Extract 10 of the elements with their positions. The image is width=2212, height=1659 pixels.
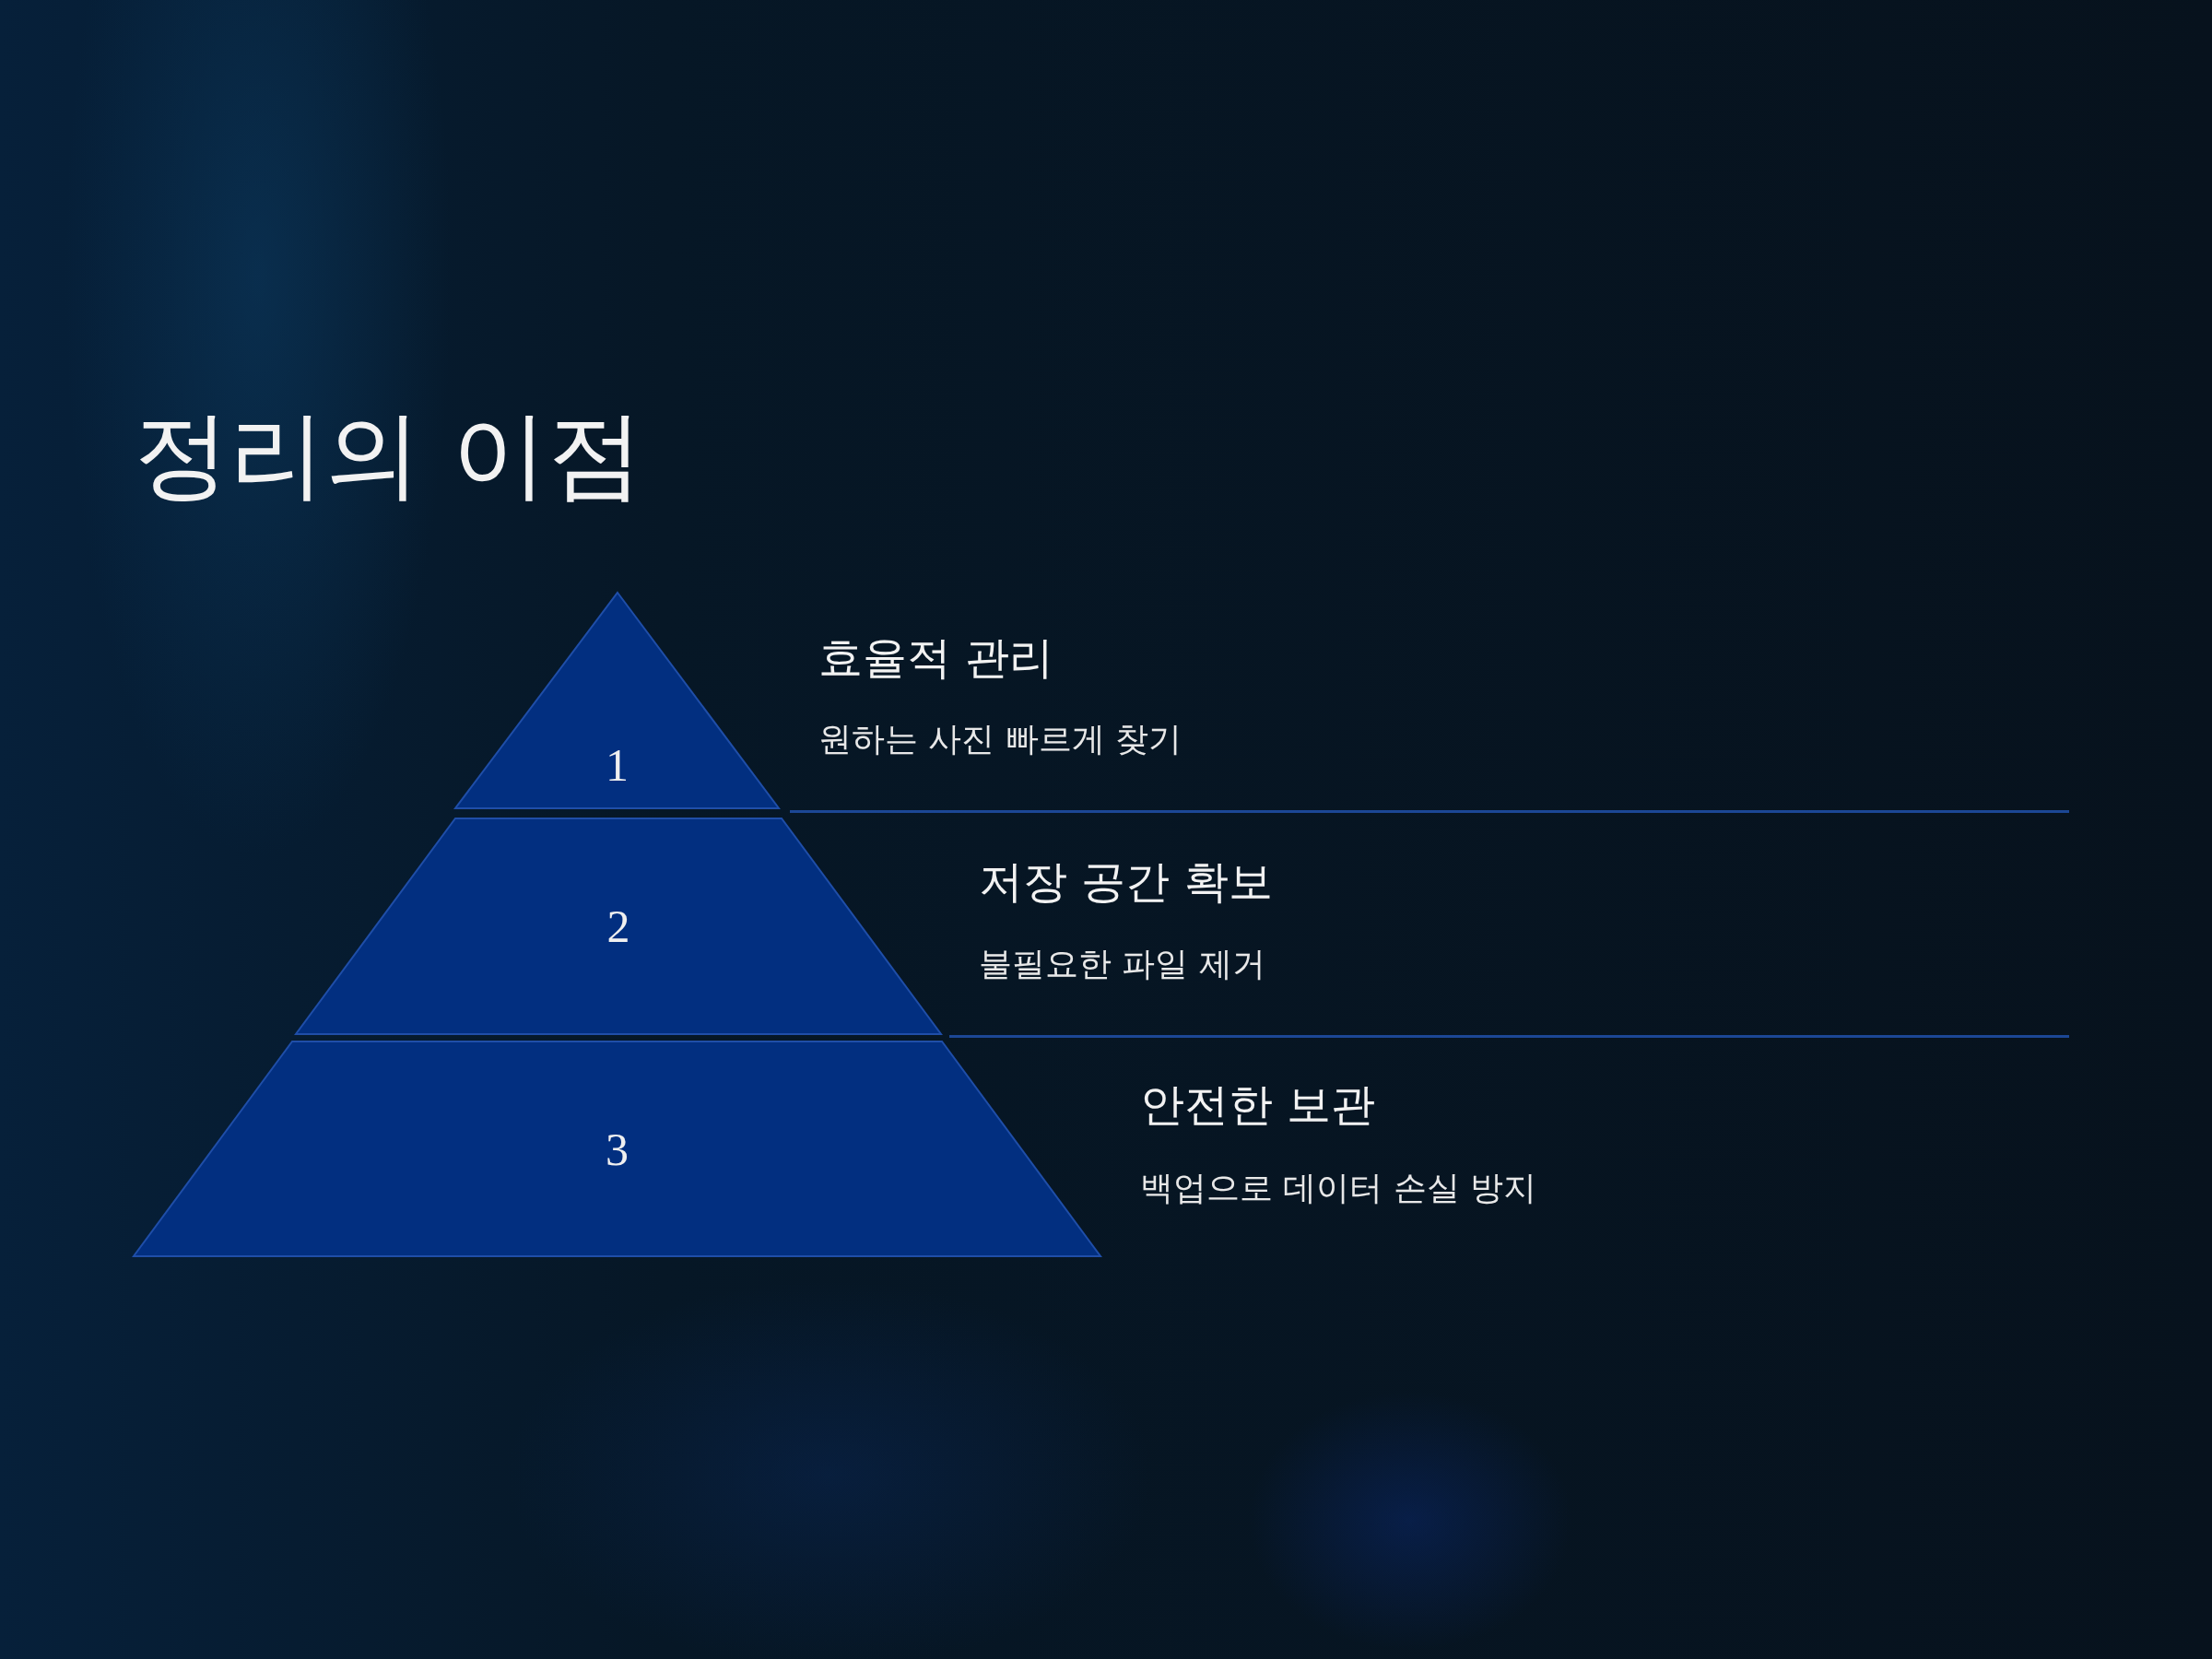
tier-number: 1 [606,738,629,792]
tier-description: 불필요한 파일 제거 [979,944,1265,984]
tier-description: 원하는 사진 빠르게 찾기 [818,719,1182,759]
tier-heading: 효율적 관리 [818,630,1054,685]
slide-title: 정리의 이점 [134,397,644,512]
tier-description: 백업으로 데이터 손실 방지 [1140,1168,1537,1208]
tier-heading: 저장 공간 확보 [979,854,1273,909]
tier-heading: 안전한 보관 [1140,1077,1376,1132]
tier-number: 3 [606,1122,629,1176]
tier-number: 2 [606,900,630,953]
